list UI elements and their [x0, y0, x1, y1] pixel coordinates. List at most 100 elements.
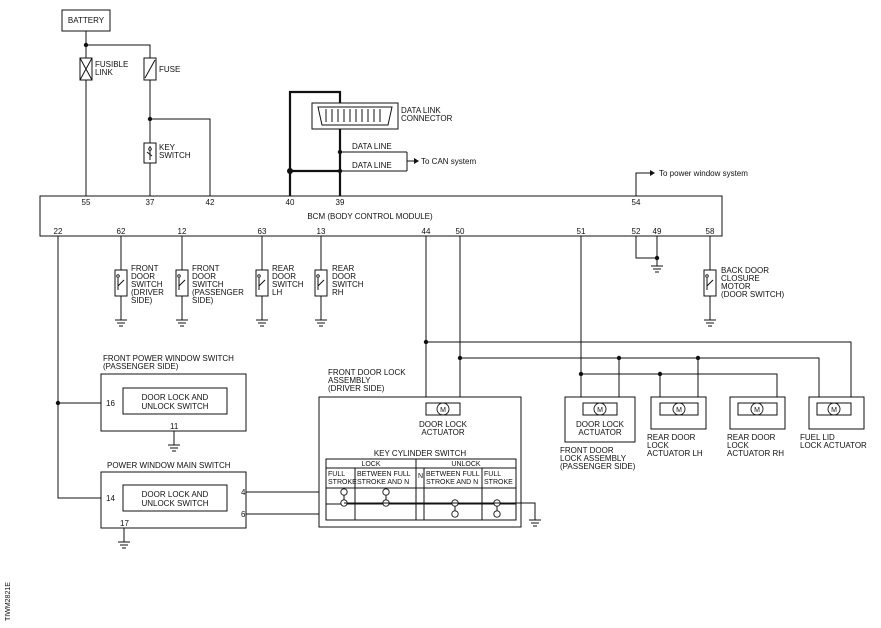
pin-label: 58	[706, 227, 715, 236]
splice-dot	[83, 42, 89, 48]
door-lock-unlock-switch-box	[122, 387, 228, 415]
pin-label: 55	[82, 198, 91, 207]
arrow-icon	[650, 170, 655, 176]
fusible-link-icon	[79, 57, 93, 81]
wire-44-lock	[425, 236, 852, 409]
front-door-switch-passenger	[175, 236, 189, 327]
arrow-icon	[414, 158, 419, 164]
pin-label: 11	[170, 422, 179, 431]
pin-label: 13	[317, 227, 326, 236]
splice-dot	[287, 168, 293, 174]
to-power-window-label: To power window system	[659, 169, 748, 178]
wire-52-49	[635, 236, 658, 266]
pin-label: 39	[336, 198, 345, 207]
data-line-label-1: DATA LINE	[352, 142, 392, 151]
pin-label: 63	[258, 227, 267, 236]
data-link-connector-icon	[311, 102, 399, 130]
front-door-switch-driver	[114, 236, 128, 327]
figure-id: TIWM2821E	[5, 582, 12, 621]
wire-50-unlock	[459, 236, 820, 409]
col-n: N	[418, 473, 423, 480]
motor-icon: M	[425, 402, 461, 416]
splice-dot	[457, 355, 463, 361]
pin-label: 49	[653, 227, 662, 236]
splice-dot	[55, 400, 61, 406]
pin-label: 12	[178, 227, 187, 236]
wire-51	[580, 236, 778, 409]
pin-label: 17	[120, 519, 129, 528]
door-lock-unlock-switch-box	[122, 484, 228, 512]
bcm-box	[39, 195, 723, 237]
svg-text:M: M	[440, 407, 446, 414]
pin-label: 54	[632, 198, 641, 207]
key-cylinder-title: KEY CYLINDER SWITCH	[374, 449, 467, 458]
to-can-label: To CAN system	[421, 157, 476, 166]
svg-text:M: M	[597, 407, 603, 414]
splice-dot	[423, 339, 429, 345]
key-cylinder-table	[325, 458, 517, 521]
pw-main-switch-label: POWER WINDOW MAIN SWITCH	[107, 461, 231, 470]
battery-label: BATTERY	[68, 16, 105, 25]
pin-label: 51	[577, 227, 586, 236]
pin-label: 22	[54, 227, 63, 236]
pin-label: 62	[117, 227, 126, 236]
pin-label: 52	[632, 227, 641, 236]
ground-icon	[168, 444, 180, 452]
ground-icon	[118, 541, 130, 549]
pin-label: 14	[106, 494, 115, 503]
motor-icon: M	[816, 402, 852, 416]
lock-header: LOCK	[361, 461, 380, 468]
bcm-label: BCM (BODY CONTROL MODULE)	[307, 212, 433, 221]
pin-label: 44	[422, 227, 431, 236]
wire-40-ground-loop	[288, 90, 342, 196]
svg-text:M: M	[754, 407, 760, 414]
wire-22	[57, 236, 101, 499]
splice-dot	[147, 116, 153, 122]
pin-label: 4	[241, 488, 246, 497]
front-pw-switch-label: FRONT POWER WINDOW SWITCH(PASSENGER SIDE…	[103, 354, 234, 371]
pin-label: 50	[456, 227, 465, 236]
wire-42	[150, 118, 211, 196]
ground-icon	[529, 519, 541, 527]
battery-feed-wire	[85, 31, 151, 58]
pin-label: 6	[241, 510, 246, 519]
motor-icon: M	[737, 402, 778, 416]
rear-door-switch-lh	[255, 236, 269, 327]
motor-icon: M	[582, 402, 618, 416]
rear-door-switch-rh	[314, 236, 328, 327]
svg-text:M: M	[831, 407, 837, 414]
unlock-header: UNLOCK	[451, 461, 481, 468]
key-cylinder-ground-wire	[344, 502, 536, 520]
fuse-label: FUSE	[159, 65, 180, 74]
pin-label: 40	[286, 198, 295, 207]
pin-label: 42	[206, 198, 215, 207]
can-bracket	[406, 152, 414, 171]
pin-label: 16	[106, 399, 115, 408]
svg-text:M: M	[676, 407, 682, 414]
pin-label: 37	[146, 198, 155, 207]
data-line-label-2: DATA LINE	[352, 161, 392, 170]
wire-54	[635, 172, 650, 196]
